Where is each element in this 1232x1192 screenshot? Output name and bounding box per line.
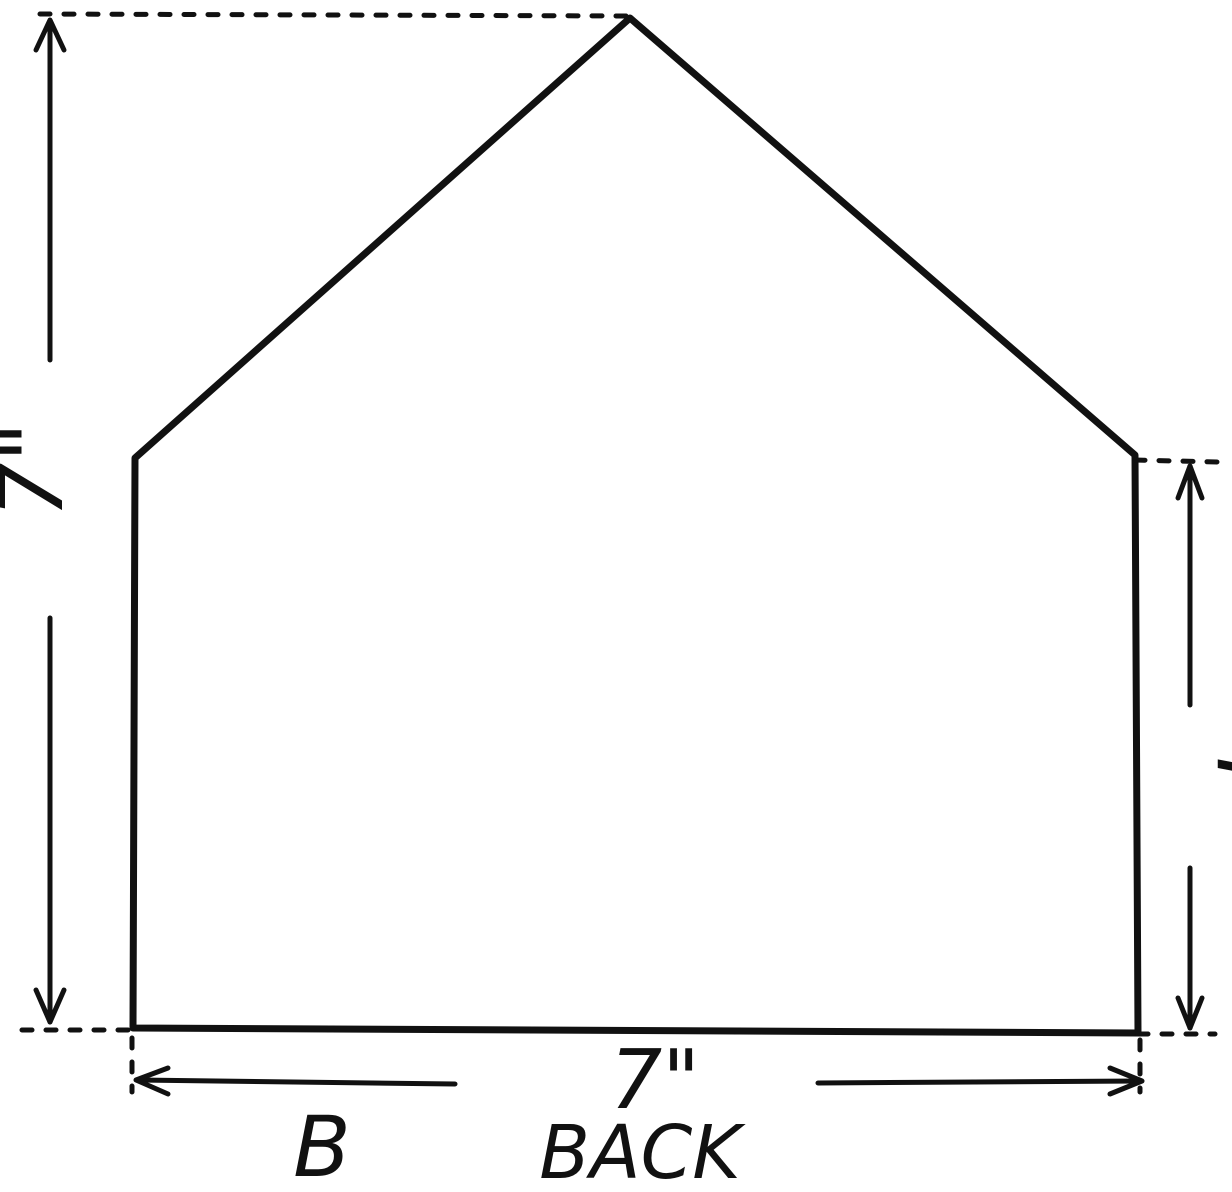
width-dimension	[133, 1065, 1145, 1097]
wall-height-dimension	[1175, 463, 1205, 1031]
piece-name-label: BACK	[539, 1110, 746, 1192]
wall-height-label: 4"	[1197, 732, 1232, 828]
top-extension-line	[37, 11, 633, 19]
overall-height-label: 7"	[0, 422, 83, 518]
right-eave-extension-line	[1132, 457, 1221, 465]
overall-height-dimension	[33, 17, 67, 1025]
piece-letter-label: B	[293, 1098, 351, 1192]
width-label: 7"	[610, 1033, 700, 1128]
back-piece-outline	[129, 14, 1142, 1037]
